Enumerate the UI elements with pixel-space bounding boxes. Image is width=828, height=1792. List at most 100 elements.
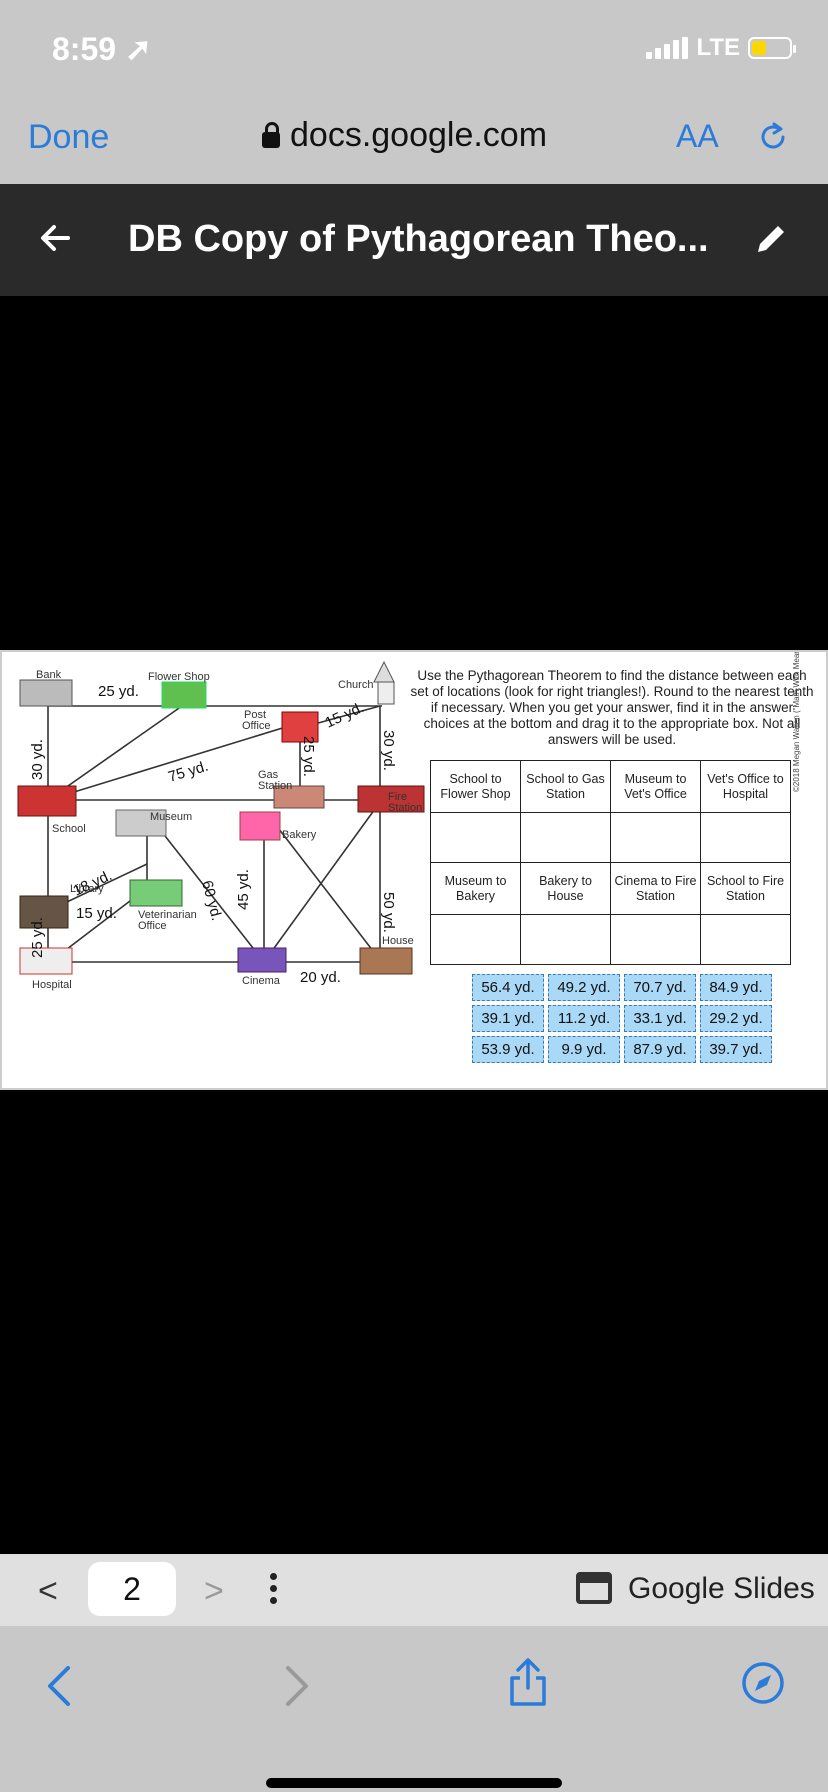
status-bar: 8:59 ➚ LTE (0, 0, 828, 100)
answer-choice[interactable]: 29.2 yd. (700, 1005, 772, 1032)
dist-post-gas: 25 yd. (300, 736, 317, 777)
answer-choice[interactable]: 87.9 yd. (624, 1036, 696, 1063)
fire-station-icon (357, 785, 425, 813)
google-slides-icon[interactable] (576, 1572, 612, 1604)
table-header: Cinema to Fire Station (610, 862, 701, 915)
answer-choice[interactable]: 39.7 yd. (700, 1036, 772, 1063)
gas-station-icon (273, 785, 325, 809)
post-office-icon (281, 711, 319, 743)
dist-museum-cinema: 60 yd. (198, 879, 225, 923)
network-type: LTE (696, 34, 740, 61)
slide-canvas: Bank Flower Shop Church Post Office Gas … (0, 650, 828, 1090)
open-in-app-label[interactable]: Google Slides (628, 1572, 815, 1605)
museum-icon (115, 809, 167, 837)
dist-library-hospital: 25 yd. (29, 917, 46, 958)
label-bank: Bank (36, 669, 62, 681)
school-icon (17, 785, 77, 817)
label-bakery: Bakery (282, 829, 317, 841)
answer-table: School to Flower Shop School to Gas Stat… (430, 760, 791, 965)
dist-cinema-house: 20 yd. (300, 969, 341, 986)
answer-choice[interactable]: 70.7 yd. (624, 974, 696, 1001)
answer-choice[interactable]: 9.9 yd. (548, 1036, 620, 1063)
label-vet-2: Office (138, 920, 167, 932)
url-field[interactable]: docs.google.com (262, 116, 547, 155)
text-size-button[interactable]: AA (676, 118, 719, 154)
label-fire-station: Fire (388, 791, 407, 803)
answer-choice[interactable]: 11.2 yd. (548, 1005, 620, 1032)
next-page-button[interactable]: > (204, 1572, 224, 1610)
label-fire-station-2: Station (388, 802, 422, 814)
map-buildings (17, 660, 425, 975)
house-icon (359, 947, 413, 975)
answer-choice[interactable]: 84.9 yd. (700, 974, 772, 1001)
status-indicators: LTE (646, 34, 796, 62)
vet-icon (129, 879, 183, 907)
distance-labels: 25 yd. 15 yd. 75 yd. 25 yd. 30 yd. 30 yd… (29, 683, 397, 986)
location-arrow-icon: ➚ (124, 31, 152, 67)
browser-bottom-bar (0, 1626, 828, 1792)
label-gas-station-2: Station (258, 780, 292, 792)
answer-choice[interactable]: 49.2 yd. (548, 974, 620, 1001)
browser-forward-icon[interactable] (282, 1664, 312, 1708)
more-options-icon[interactable] (270, 1568, 280, 1609)
browser-nav-bar: Done docs.google.com AA (0, 100, 828, 184)
table-header: Museum to Vet's Office (610, 760, 701, 813)
answer-drop-box[interactable] (700, 914, 791, 965)
dist-bakery-cinema: 45 yd. (235, 869, 252, 910)
label-house: House (382, 935, 414, 947)
answer-drop-box[interactable] (520, 812, 611, 863)
dist-fire-house: 50 yd. (380, 892, 397, 933)
answer-drop-box[interactable] (520, 914, 611, 965)
bakery-icon (239, 811, 281, 841)
label-cinema: Cinema (242, 975, 281, 987)
church-icon (373, 660, 395, 683)
dist-church-fire: 30 yd. (380, 730, 397, 771)
answer-choice[interactable]: 56.4 yd. (472, 974, 544, 1001)
answer-choice[interactable]: 39.1 yd. (472, 1005, 544, 1032)
document-title: DB Copy of Pythagorean Theo... (128, 218, 709, 260)
browser-back-icon[interactable] (44, 1664, 74, 1708)
label-museum: Museum (150, 811, 192, 823)
answer-drop-box[interactable] (610, 914, 701, 965)
table-header: Bakery to House (520, 862, 611, 915)
label-post-office-2: Office (242, 720, 271, 732)
answer-drop-box[interactable] (430, 812, 521, 863)
share-icon[interactable] (508, 1656, 548, 1708)
status-time: 8:59 ➚ (52, 31, 152, 67)
reload-icon[interactable] (756, 120, 790, 154)
flower-shop-icon (161, 681, 207, 709)
previous-page-button[interactable]: < (38, 1572, 58, 1610)
page-toolbar: < 2 > Google Slides (0, 1554, 828, 1626)
answer-choice[interactable]: 53.9 yd. (472, 1036, 544, 1063)
answer-drop-box[interactable] (430, 914, 521, 965)
answer-drop-box[interactable] (610, 812, 701, 863)
page-number-field[interactable]: 2 (88, 1562, 176, 1616)
answer-choices: 56.4 yd. 49.2 yd. 70.7 yd. 84.9 yd. 39.1… (472, 974, 772, 1063)
home-indicator (266, 1778, 562, 1788)
label-school: School (52, 823, 86, 835)
library-icon (19, 895, 69, 929)
done-button[interactable]: Done (28, 118, 110, 156)
document-header: DB Copy of Pythagorean Theo... (0, 184, 828, 296)
answer-choice[interactable]: 33.1 yd. (624, 1005, 696, 1032)
city-map: Bank Flower Shop Church Post Office Gas … (17, 660, 425, 991)
label-library: Library (70, 883, 104, 895)
table-header: School to Flower Shop (430, 760, 521, 813)
label-post-office: Post (244, 709, 266, 721)
compass-icon[interactable] (740, 1660, 786, 1706)
edit-pencil-icon[interactable] (752, 220, 790, 258)
dist-bank-flower: 25 yd. (98, 683, 139, 700)
label-gas-station: Gas (258, 769, 279, 781)
label-flower-shop: Flower Shop (148, 671, 210, 683)
answer-drop-box[interactable] (700, 812, 791, 863)
copyright-text: ©2018 Megan Wallen ("Math With Meaning") (792, 650, 801, 792)
place-labels: Bank Flower Shop Church Post Office Gas … (32, 669, 422, 991)
back-arrow-icon[interactable] (36, 218, 76, 258)
dist-post-church: 15 yd. (323, 699, 367, 732)
url-text: docs.google.com (290, 116, 548, 154)
cinema-icon (237, 947, 287, 973)
label-church: Church (338, 679, 373, 691)
label-vet: Veterinarian (138, 909, 197, 921)
table-header: School to Gas Station (520, 760, 611, 813)
dist-library-vet: 15 yd. (76, 905, 117, 922)
